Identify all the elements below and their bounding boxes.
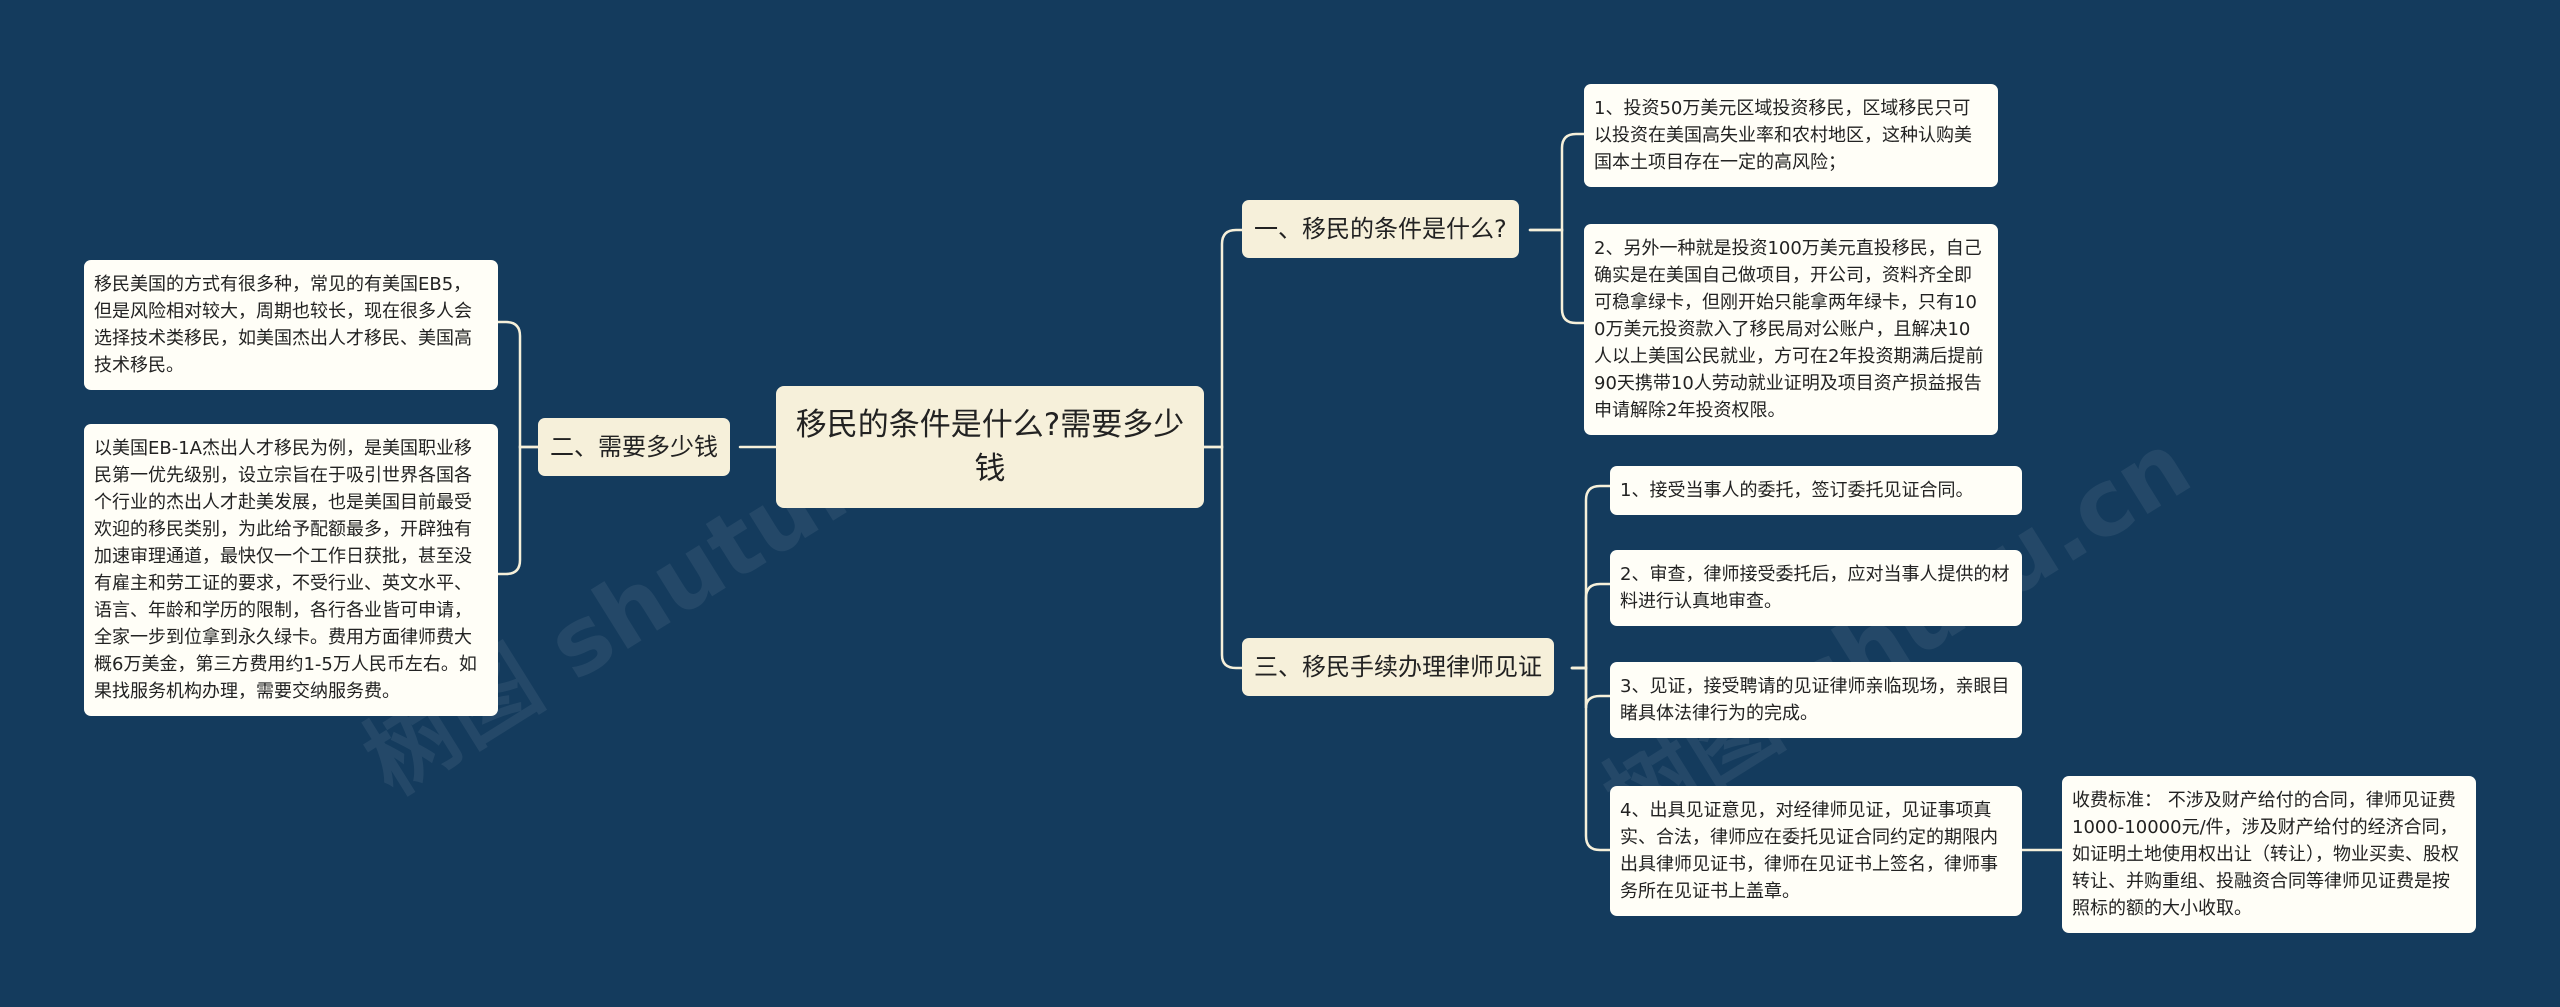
leaf-step-4[interactable]: 4、出具见证意见，对经律师见证，见证事项真实、合法，律师应在委托见证合同约定的期… [1610, 786, 2022, 916]
link-root-b1 [1202, 228, 1244, 449]
leaf-text: 3、见证，接受聘请的见证律师亲临现场，亲眼目睹具体法律行为的完成。 [1620, 676, 2010, 724]
leaf-step-1[interactable]: 1、接受当事人的委托，签订委托见证合同。 [1610, 466, 2022, 515]
leaf-immigration-methods[interactable]: 移民美国的方式有很多种，常见的有美国EB5，但是风险相对较大，周期也较长，现在很… [84, 260, 498, 390]
leaf-text: 1、投资50万美元区域投资移民，区域移民只可以投资在美国高失业率和农村地区，这种… [1594, 98, 1972, 173]
branch-conditions[interactable]: 一、移民的条件是什么? [1242, 200, 1519, 258]
branch-lawyer-witness[interactable]: 三、移民手续办理律师见证 [1242, 638, 1554, 696]
leaf-text: 4、出具见证意见，对经律师见证，见证事项真实、合法，律师应在委托见证合同约定的期… [1620, 800, 1998, 902]
leaf-regional-investment[interactable]: 1、投资50万美元区域投资移民，区域移民只可以投资在美国高失业率和农村地区，这种… [1584, 84, 1998, 187]
link-b2-l1 [496, 320, 540, 449]
leaf-direct-investment[interactable]: 2、另外一种就是投资100万美元直投移民，自己确实是在美国自己做项目，开公司，资… [1584, 224, 1998, 435]
root-topic[interactable]: 移民的条件是什么?需要多少钱 [776, 386, 1204, 508]
leaf-eb1a-example[interactable]: 以美国EB-1A杰出人才移民为例，是美国职业移民第一优先级别，设立宗旨在于吸引世… [84, 424, 498, 716]
link-b3-l3 [1570, 666, 1612, 709]
leaf-text: 1、接受当事人的委托，签订委托见证合同。 [1620, 480, 1974, 501]
leaf-text: 2、审查，律师接受委托后，应对当事人提供的材料进行认真地审查。 [1620, 564, 2010, 612]
link-b3-l2 [1570, 582, 1612, 670]
link-b3-l4 [1570, 666, 1612, 852]
link-b3-l1 [1570, 484, 1612, 670]
branch-label: 二、需要多少钱 [550, 433, 718, 461]
leaf-fee-standard[interactable]: 收费标准： 不涉及财产给付的合同，律师见证费1000-10000元/件，涉及财产… [2062, 776, 2476, 933]
leaf-text: 2、另外一种就是投资100万美元直投移民，自己确实是在美国自己做项目，开公司，资… [1594, 238, 1984, 421]
branch-label: 三、移民手续办理律师见证 [1254, 653, 1542, 681]
leaf-text: 收费标准： 不涉及财产给付的合同，律师见证费1000-10000元/件，涉及财产… [2072, 790, 2459, 919]
root-title: 移民的条件是什么?需要多少钱 [795, 407, 1185, 487]
link-root-b3 [1202, 445, 1244, 670]
branch-cost[interactable]: 二、需要多少钱 [538, 418, 730, 476]
link-b1-l2 [1528, 228, 1586, 325]
branch-label: 一、移民的条件是什么? [1254, 215, 1507, 243]
leaf-text: 移民美国的方式有很多种，常见的有美国EB5，但是风险相对较大，周期也较长，现在很… [94, 274, 472, 376]
leaf-step-3[interactable]: 3、见证，接受聘请的见证律师亲临现场，亲眼目睹具体法律行为的完成。 [1610, 662, 2022, 738]
link-b2-l2 [496, 445, 540, 576]
leaf-text: 以美国EB-1A杰出人才移民为例，是美国职业移民第一优先级别，设立宗旨在于吸引世… [94, 438, 477, 702]
leaf-step-2[interactable]: 2、审查，律师接受委托后，应对当事人提供的材料进行认真地审查。 [1610, 550, 2022, 626]
link-b1-l1 [1528, 132, 1586, 232]
